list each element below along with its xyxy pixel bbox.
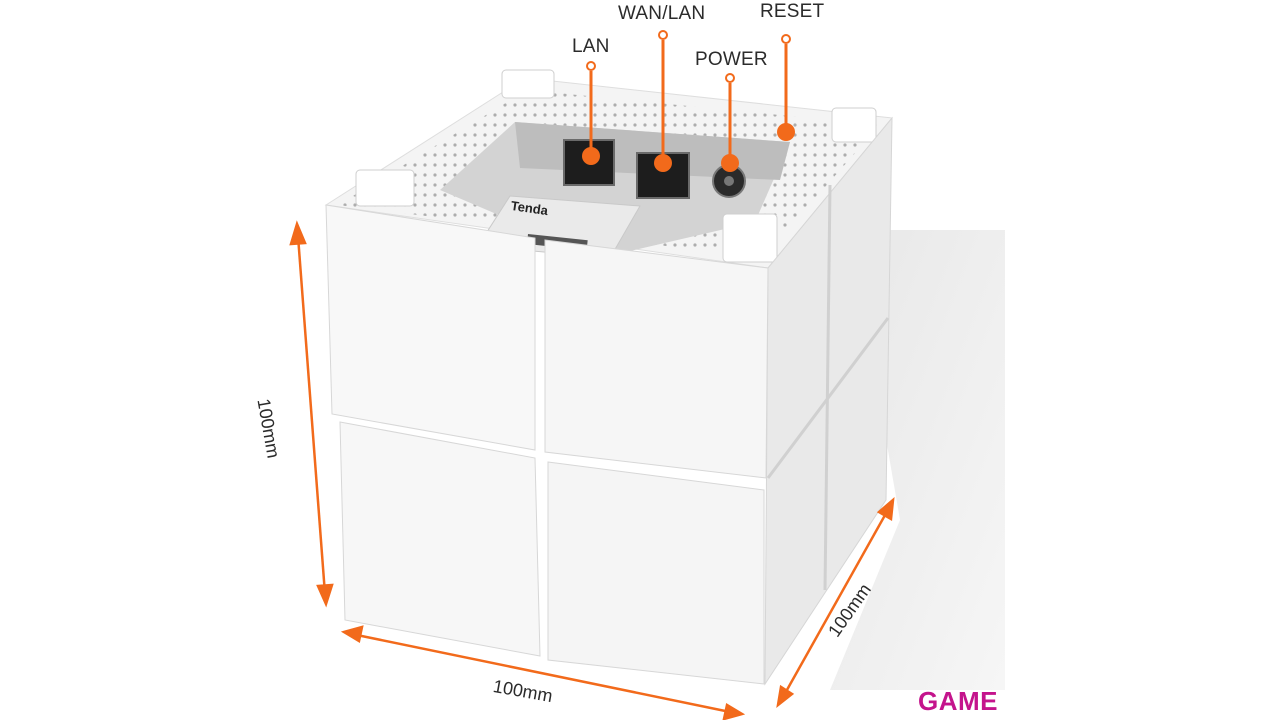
foot-back-right — [831, 107, 877, 143]
power-callout-dot — [721, 154, 739, 172]
wan-lan-callout-dot — [654, 154, 672, 172]
foot-front-right — [722, 213, 778, 263]
width-arrowhead-left-icon — [340, 625, 364, 643]
height-dimension-line — [296, 235, 327, 595]
foot-back-left — [501, 69, 555, 99]
lan-callout-dot — [582, 147, 600, 165]
reset-label: RESET — [760, 1, 825, 22]
depth-arrowhead-bottom-icon — [776, 684, 795, 708]
reset-callout-ring — [781, 34, 791, 44]
height-arrowhead-bottom-icon — [316, 583, 334, 608]
reset-callout-dot — [777, 123, 795, 141]
wan-lan-label: WAN/LAN — [618, 3, 706, 24]
front-tile-top-right — [544, 239, 769, 479]
power-jack-pin — [724, 176, 734, 186]
depth-arrowhead-top-icon — [876, 497, 895, 522]
power-label: POWER — [695, 49, 768, 70]
front-tile-bottom-right — [547, 461, 765, 685]
width-dimension-line — [351, 632, 736, 715]
front-tile-top-left — [325, 204, 536, 451]
lan-label: LAN — [572, 36, 610, 57]
wan-lan-callout-ring — [658, 30, 668, 40]
lan-callout-ring — [586, 61, 596, 71]
right-face-seam-v — [823, 184, 832, 591]
height-arrowhead-top-icon — [289, 220, 307, 246]
game-logo: GAME — [918, 686, 998, 716]
foot-front-left — [355, 169, 415, 207]
front-tile-bottom-left — [339, 421, 541, 657]
depth-dimension-line — [781, 507, 891, 698]
width-arrowhead-right-icon — [722, 703, 746, 720]
power-callout-ring — [725, 73, 735, 83]
